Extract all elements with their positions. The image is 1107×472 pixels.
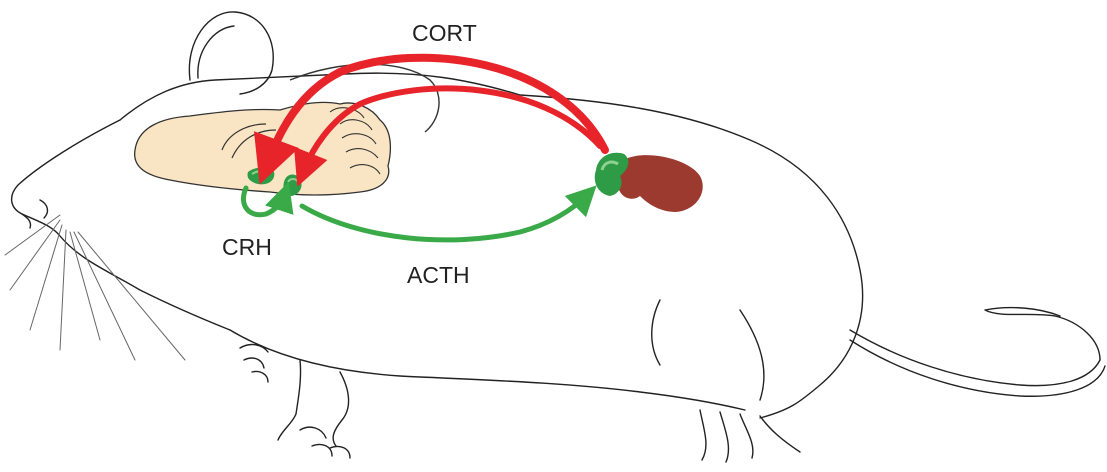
kidney-icon: [617, 155, 702, 212]
cort-label: CORT: [412, 22, 477, 45]
acth-arrow: [302, 196, 586, 240]
acth-label: ACTH: [407, 264, 470, 287]
front-paw-icon: [240, 345, 268, 382]
crh-label: CRH: [222, 236, 272, 259]
hind-paw-icon: [700, 410, 800, 462]
mouse-outline-icon: [5, 12, 1105, 462]
whiskers-icon: [5, 215, 185, 360]
front-paw-icon: [300, 427, 350, 458]
